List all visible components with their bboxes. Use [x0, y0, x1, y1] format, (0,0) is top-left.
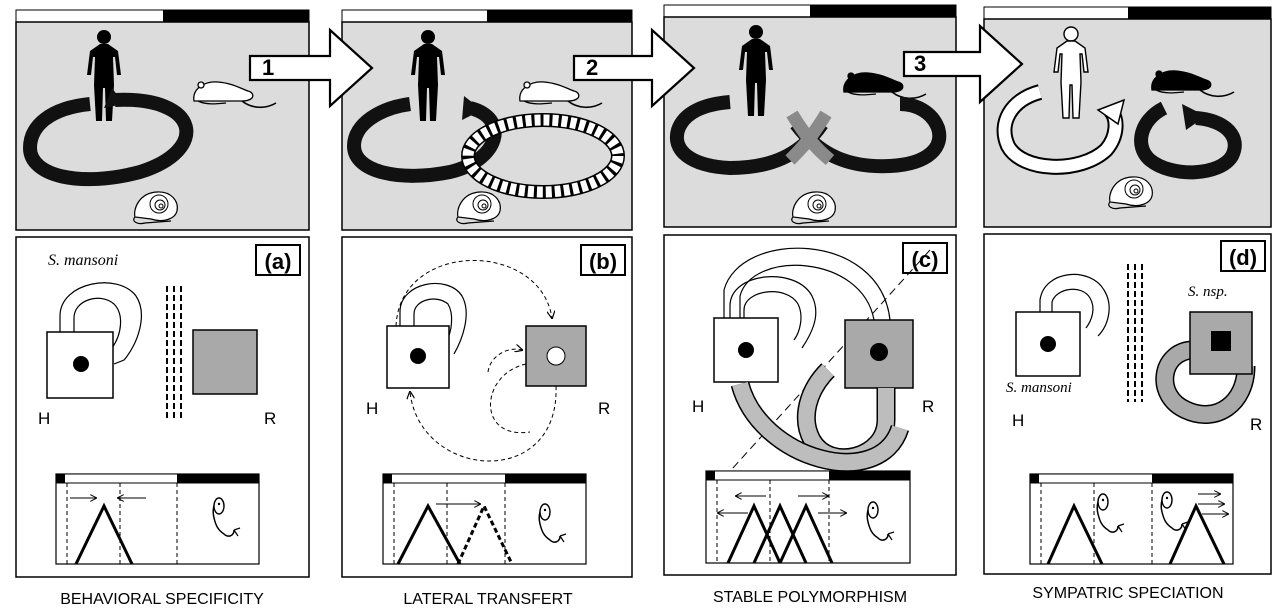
life-cycle-loop-rat: [1134, 101, 1242, 180]
grey-cycle-loop: [1156, 342, 1254, 423]
bottom-panel-b: (b) H R LATERAL TRANSFERT: [341, 236, 633, 608]
reservoir-label: R: [264, 409, 276, 428]
panel-caption: BEHAVIORAL SPECIFICITY: [60, 591, 264, 608]
species-label: S. mansoni: [1006, 380, 1072, 396]
panel-letter: (d): [1229, 245, 1257, 270]
panel-caption: SYMPATRIC SPECIATION: [1032, 585, 1223, 602]
grey-cycle-loop: [798, 364, 894, 466]
host-label: H: [1012, 411, 1024, 430]
species-label: S. mansoni: [48, 252, 118, 269]
transition-arrow-3: 3: [902, 23, 1024, 105]
panel-caption: LATERAL TRANSFERT: [403, 591, 572, 608]
arrow-label: 3: [914, 51, 926, 76]
transition-arrow-2: 2: [572, 27, 696, 109]
host-label: H: [692, 397, 704, 416]
transition-arrow-1: 1: [248, 27, 374, 109]
top-panel-d: [983, 6, 1272, 228]
host-label: H: [38, 409, 50, 428]
reservoir-box: [192, 329, 258, 395]
top-panel-c: [663, 4, 957, 228]
panel-letter: (a): [265, 249, 292, 274]
panel-letter: (c): [912, 247, 939, 272]
top-panel-b: [341, 9, 633, 231]
life-cycle-loop: [346, 97, 502, 183]
reservoir-label: R: [598, 399, 610, 418]
panel-letter: (b): [589, 249, 617, 274]
host-label: H: [366, 399, 378, 418]
top-panel-a: [15, 9, 310, 231]
bottom-panel-d: (d) S. nsp. S. mansoni H R SYMPATRIC SPE…: [983, 233, 1272, 602]
dashed-cycle-loop: [462, 114, 624, 198]
new-species-label: S. nsp.: [1188, 284, 1228, 300]
arrow-label: 1: [262, 55, 274, 80]
arrow-label: 2: [586, 55, 598, 80]
reservoir-label: R: [922, 397, 934, 416]
reservoir-label: R: [1250, 415, 1262, 434]
bottom-panel-a: (a) S. mansoni H R BEHAVIORAL SPECIFICIT…: [15, 236, 310, 608]
panel-caption: STABLE POLYMORPHISM: [713, 589, 907, 606]
reservoir-box: [844, 319, 914, 389]
life-cycle-loop-human: [998, 86, 1122, 173]
bottom-panel-c: (c) H R STABLE POLYMORPHISM: [663, 234, 957, 606]
life-cycle-loop: [22, 92, 194, 187]
